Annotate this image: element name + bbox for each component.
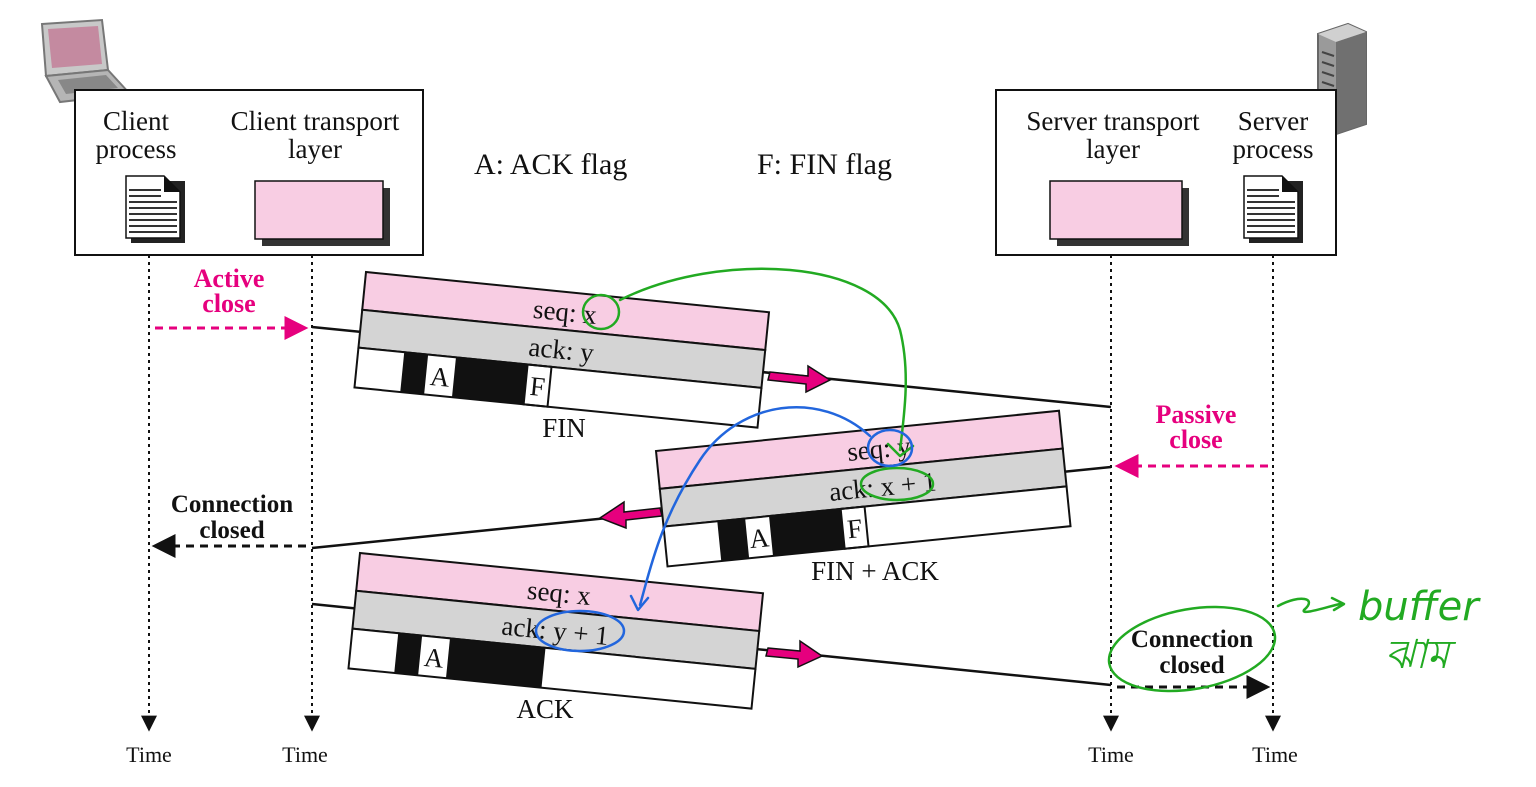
- time-label-client-process: Time: [126, 742, 172, 767]
- fin-segment-name: FIN: [542, 413, 586, 443]
- timelines: [141, 255, 1281, 732]
- client-process-label: Client: [103, 106, 169, 136]
- fin-direction-arrow: [767, 364, 832, 394]
- server-transport-label-2: layer: [1086, 134, 1140, 164]
- server-process-label: Server: [1238, 106, 1308, 136]
- ack-seq-text: seq: x: [526, 575, 593, 611]
- time-label-client-transport: Time: [282, 742, 328, 767]
- blue-circle-seq-y: [866, 428, 914, 468]
- fin-ack-text: ack: y: [527, 332, 595, 368]
- ack-segment-name: ACK: [516, 694, 574, 724]
- server-process-document-icon: [1243, 175, 1303, 243]
- green-circle-seq-x: [581, 293, 621, 331]
- active-close-label: Active: [194, 264, 265, 293]
- active-close-label-2: close: [202, 289, 255, 318]
- server-connection-closed-label: Connection: [1131, 626, 1253, 653]
- server-process-label-2: process: [1233, 134, 1314, 164]
- green-circle-connection-closed: [1107, 605, 1277, 693]
- ack-segment: seq: x ack: y + 1 A: [347, 551, 765, 710]
- ack-direction-arrow: [765, 639, 824, 669]
- fin-ack-flag-f: F: [846, 513, 864, 544]
- green-curve-seq-to-ack: [618, 267, 908, 452]
- handwritten-buffer-note: buffer: [1358, 584, 1481, 630]
- green-arrow-to-buffer: [1276, 596, 1346, 614]
- green-circle-ack-x1: [859, 466, 935, 502]
- client-transport-buffer-icon: [254, 180, 390, 246]
- passive-close-label-2: close: [1169, 425, 1222, 454]
- server-connection-closed-label-2: closed: [1159, 652, 1224, 679]
- passive-close-label: Passive: [1156, 400, 1237, 429]
- client-connection-closed-label-2: closed: [199, 517, 264, 544]
- fin-ack-flag-a: A: [748, 522, 771, 554]
- fin-segment: seq: x ack: y A F: [353, 270, 771, 429]
- handwritten-annotations: [534, 267, 1346, 693]
- server-transport-buffer-icon: [1049, 180, 1189, 246]
- ack-flag-a: A: [423, 642, 446, 674]
- client-transport-label-2: layer: [288, 134, 342, 164]
- handwritten-note-line2: ঝাম: [1385, 632, 1457, 678]
- server-transport-label: Server transport: [1026, 106, 1200, 136]
- legend-fin-flag: F: FIN flag: [757, 148, 892, 181]
- fin-flag-a: A: [429, 361, 452, 393]
- fin-ack-direction-arrow: [598, 500, 663, 530]
- client-transport-label: Client transport: [231, 106, 400, 136]
- blue-circle-ack-y1: [534, 609, 626, 653]
- legend-ack-flag: A: ACK flag: [474, 148, 627, 181]
- time-label-server-process: Time: [1252, 742, 1298, 767]
- client-process-label-2: process: [96, 134, 177, 164]
- client-process-document-icon: [125, 175, 185, 243]
- client-connection-closed-label: Connection: [171, 491, 293, 518]
- blue-curve-seq-to-ack: [638, 406, 872, 607]
- time-label-server-transport: Time: [1088, 742, 1134, 767]
- fin-ack-segment-name: FIN + ACK: [811, 556, 939, 586]
- fin-flag-f: F: [528, 371, 546, 402]
